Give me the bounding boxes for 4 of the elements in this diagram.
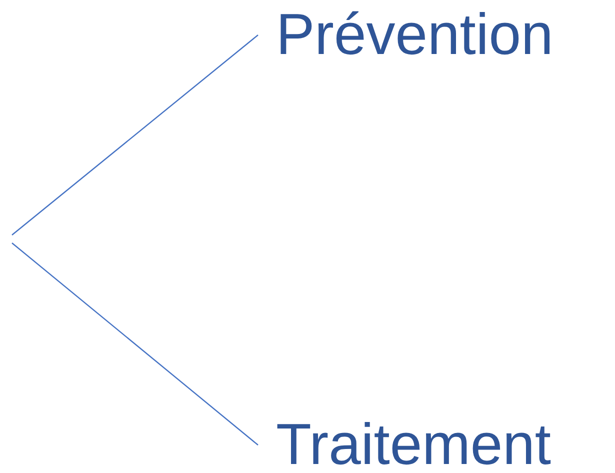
branch-label: Traitement [276,416,552,473]
connector-line [12,242,258,446]
branch-label: Prévention [276,6,554,64]
connector-line [12,34,258,236]
